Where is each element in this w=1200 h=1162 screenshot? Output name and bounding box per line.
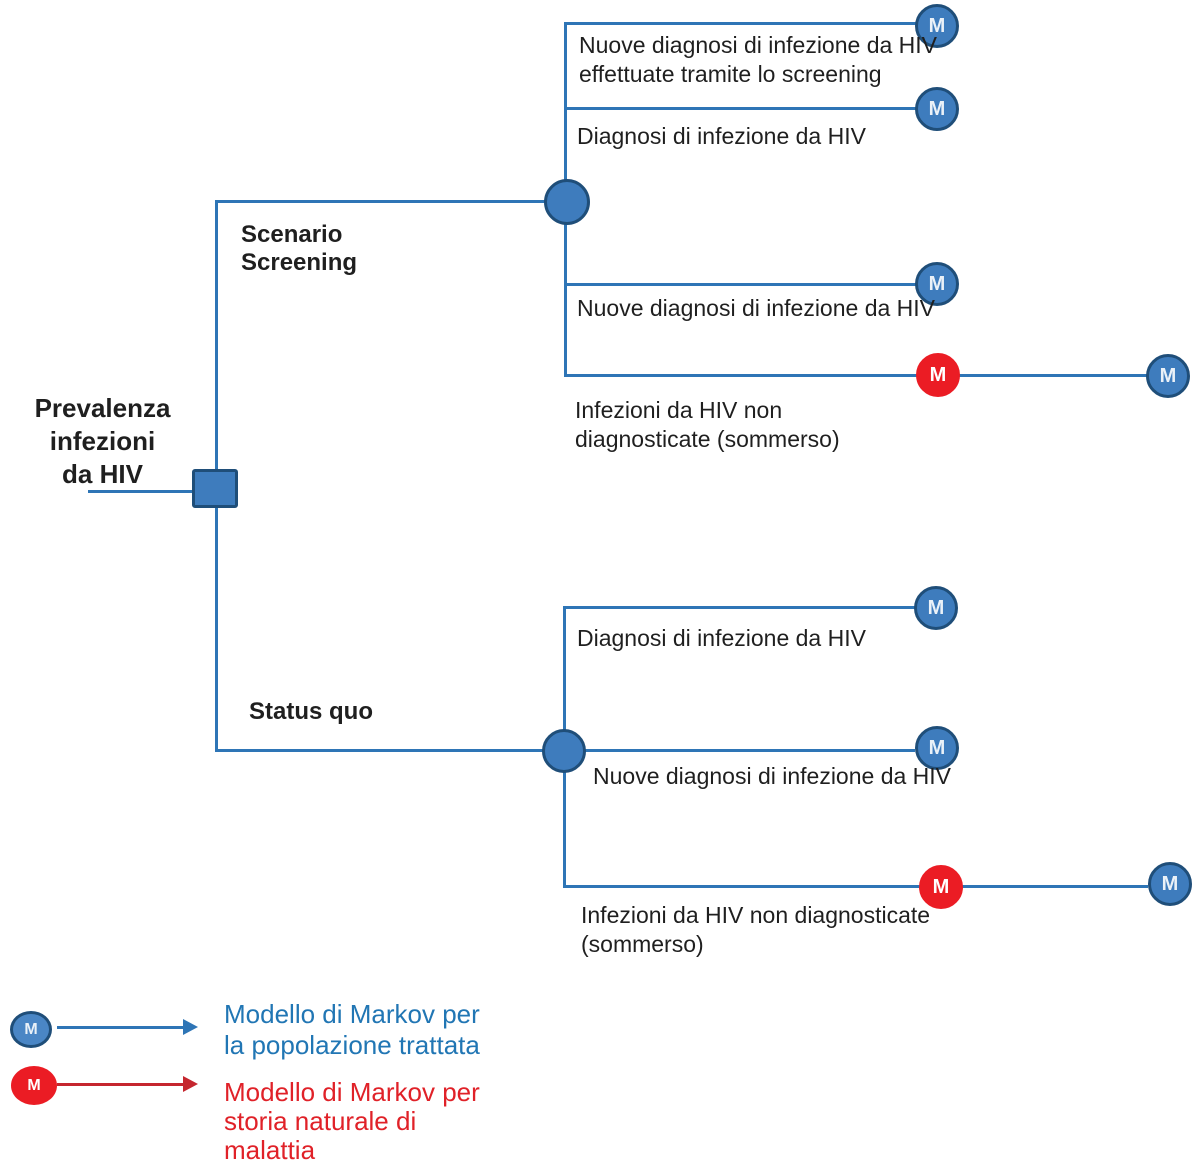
legend-blue-text: Modello di Markov per la popolazione tra… [224,999,480,1061]
edge-root-connector [88,490,194,493]
markov-letter: M [24,1020,38,1038]
root-label-line: da HIV [62,459,143,489]
scenario-screening-label: Scenario Screening [241,221,357,277]
branch-label-line: Infezioni da HIV non diagnosticate [581,902,931,928]
legend-markov-node-blue: M [10,1011,52,1048]
edge-screening-branch1 [564,22,917,25]
legend-blue-arrowhead-icon [183,1019,198,1035]
legend-red-arrow [57,1083,185,1086]
branch-label-line: diagnosticate (sommerso) [575,426,840,452]
markov-letter: M [928,272,946,295]
markov-node-red: M [916,353,960,397]
branch-label-line: effettuate tramite lo screening [579,61,882,87]
edge-statusquo-branch2 [565,749,915,752]
scenario-screening-line: Screening [241,249,358,276]
legend-red-line: Modello di Markov per [224,1077,480,1107]
markov-letter: M [932,875,950,898]
edge-screening-branch4-extension [958,374,1148,377]
markov-node-blue: M [915,4,959,48]
branch-label-screening-4: Infezioni da HIV non diagnosticate (somm… [575,396,840,454]
markov-node-blue: M [1148,862,1192,906]
branch-label-statusquo-1: Diagnosi di infezione da HIV [577,625,866,651]
edge-statusquo-branch3-extension [962,885,1148,888]
markov-letter: M [927,596,945,619]
edge-screening-branch2 [564,107,917,110]
chance-node-statusquo [542,729,586,773]
legend-blue-line: la popolazione trattata [224,1030,480,1060]
branch-label-screening-3: Nuove diagnosi di infezione da HIV [577,295,936,321]
edge-status-quo [215,749,565,752]
scenario-screening-line: Scenario [241,221,343,248]
markov-letter: M [928,736,946,759]
legend-blue-line: Modello di Markov per [224,999,480,1029]
markov-node-red: M [919,865,963,909]
legend-blue-arrow [57,1026,185,1029]
markov-node-blue: M [1146,354,1190,398]
edge-screening-branch3 [564,283,917,286]
markov-letter: M [928,14,946,37]
branch-label-line: Infezioni da HIV non [575,397,783,423]
legend-red-line: malattia [224,1135,316,1162]
decision-node [192,469,238,508]
markov-letter: M [27,1076,41,1094]
edge-statusquo-branch3 [563,885,921,888]
legend-red-arrowhead-icon [183,1076,198,1092]
status-quo-label: Status quo [249,698,373,725]
edge-screening-branch4 [564,374,920,377]
markov-node-blue: M [915,87,959,131]
markov-letter: M [1159,364,1177,387]
root-label-line: Prevalenza [34,393,171,423]
edge-statusquo-branch1 [563,606,915,609]
branch-label-screening-2: Diagnosi di infezione da HIV [577,123,866,149]
root-label-line: infezioni [49,426,156,456]
legend-red-line: storia naturale di [224,1106,417,1136]
markov-letter: M [1161,872,1179,895]
chance-node-screening [544,179,590,225]
branch-label-line: Nuove diagnosi di infezione da HIV [579,32,938,58]
markov-node-blue: M [915,726,959,770]
branch-label-screening-1: Nuove diagnosi di infezione da HIV effet… [579,31,937,89]
branch-label-statusquo-2: Nuove diagnosi di infezione da HIV [593,763,952,789]
edge-scenario-screening [215,200,567,203]
markov-node-blue: M [914,586,958,630]
branch-label-line: (sommerso) [581,931,704,957]
legend-red-text: Modello di Markov per storia naturale di… [224,1078,480,1162]
markov-letter: M [928,97,946,120]
markov-node-blue: M [915,262,959,306]
legend-markov-node-red: M [11,1066,57,1105]
markov-letter: M [929,363,947,386]
root-label: Prevalenza infezioni da HIV [15,392,190,491]
branch-label-statusquo-3: Infezioni da HIV non diagnosticate (somm… [581,901,930,959]
